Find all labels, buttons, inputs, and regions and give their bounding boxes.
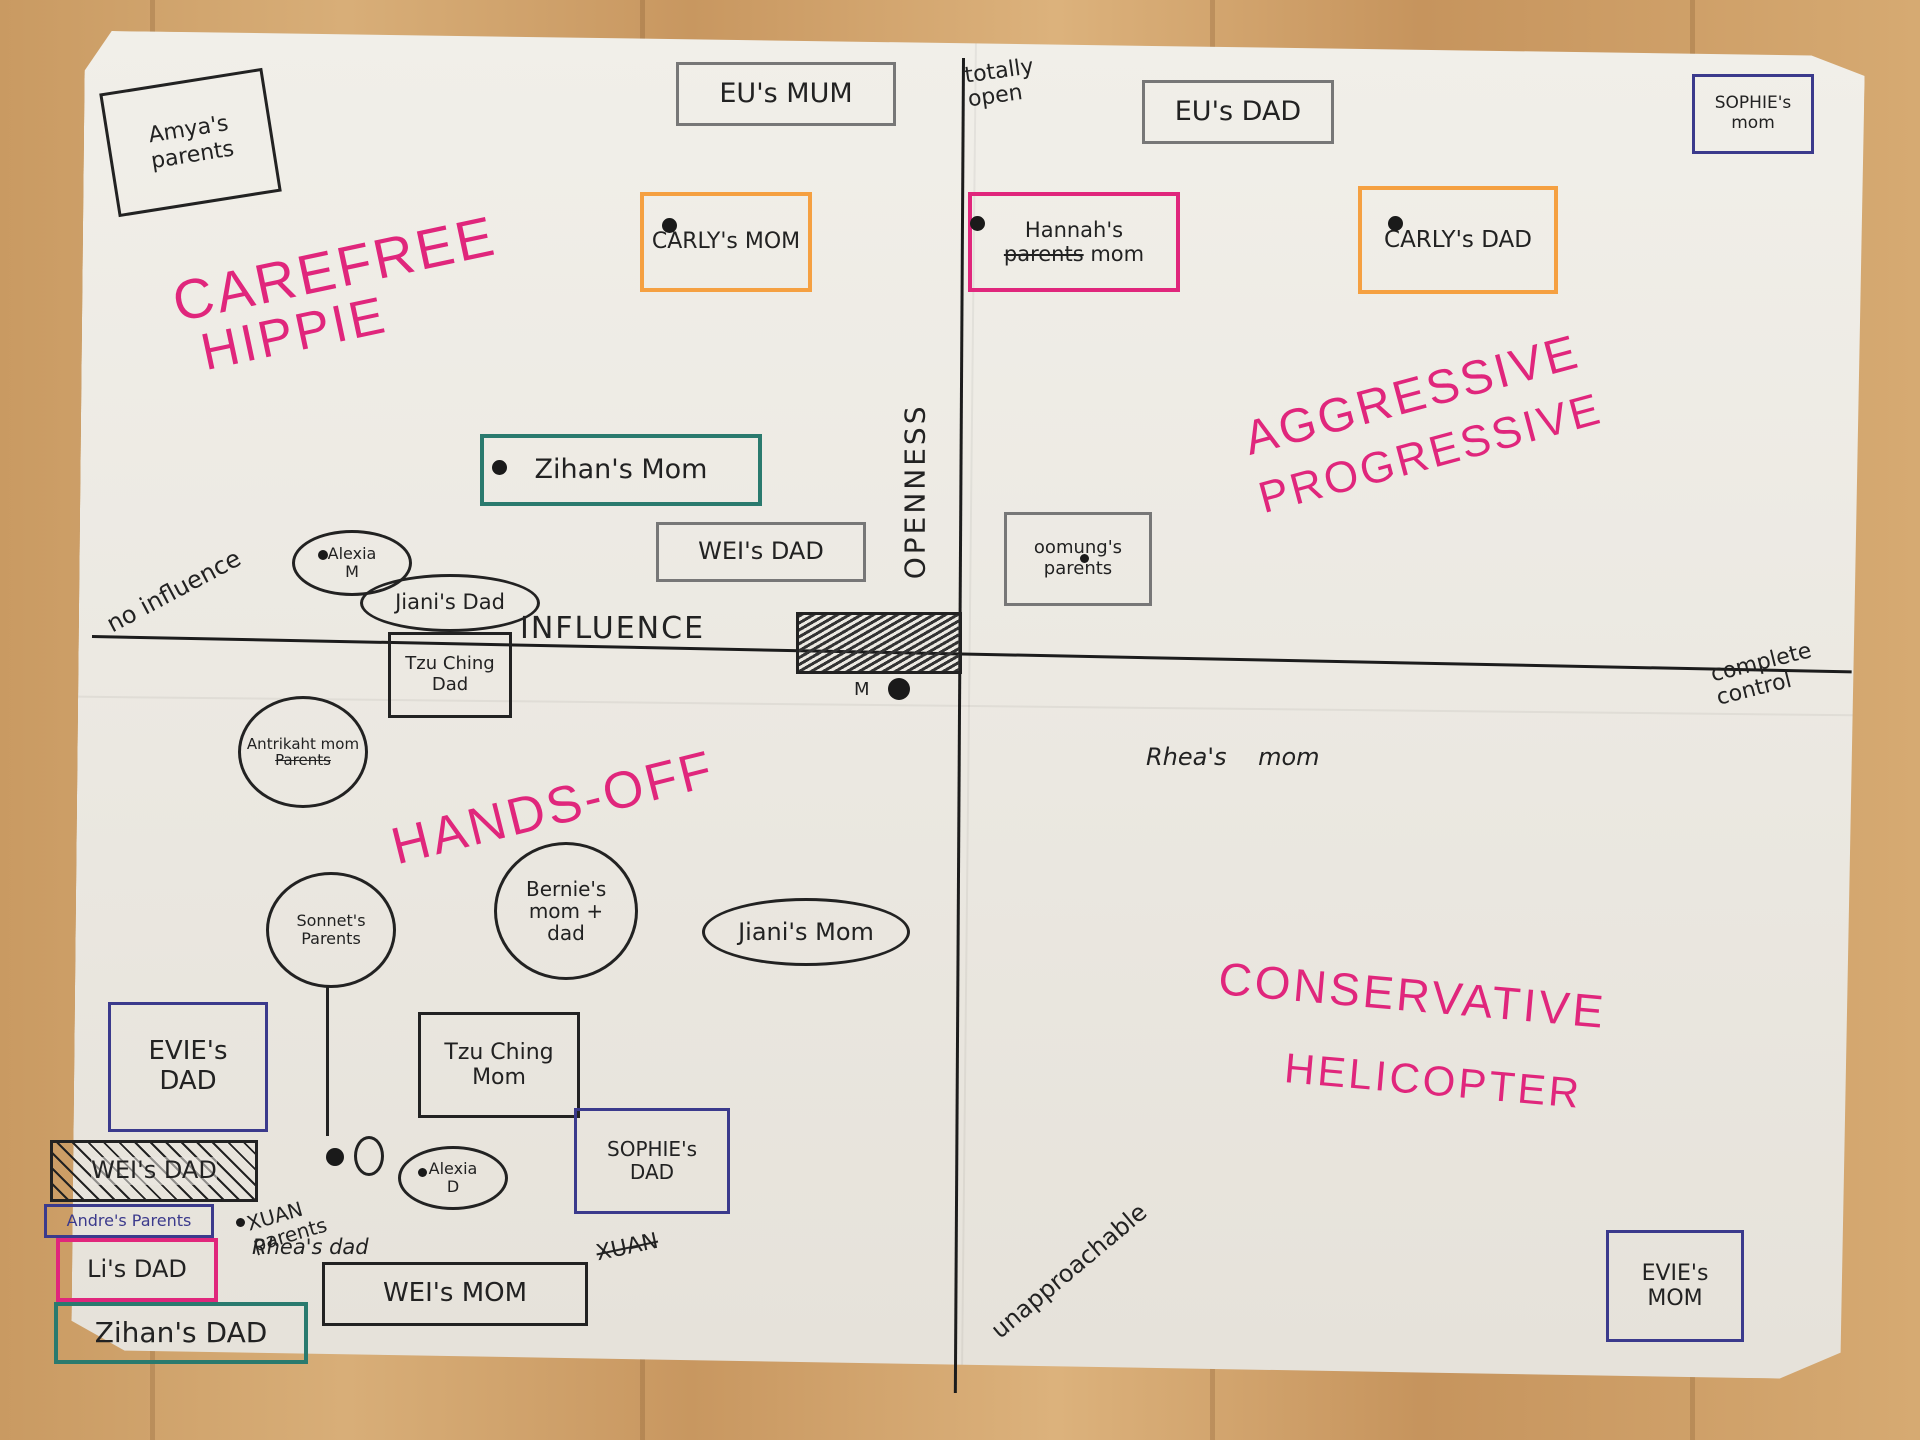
zihan-dad-label: Zihan's DAD [94, 1315, 268, 1349]
hannah-parents-box: Hannah's parents mom [968, 192, 1180, 292]
rhea-mom-label: Rhea's mom [1146, 743, 1320, 771]
bernie-label: Bernie's mom + dad [526, 877, 607, 945]
evie-dad-box: EVIE's DAD [108, 1002, 268, 1132]
eu-dad-label: EU's DAD [1174, 96, 1302, 128]
marker-dot [326, 1148, 344, 1166]
sophie-mom-box: SOPHIE's mom [1692, 74, 1814, 154]
hannah-mom-word: mom [1090, 242, 1145, 266]
antrikaht-label: Antrikaht mom [246, 734, 360, 753]
marker-dot [888, 678, 910, 700]
bernie-oval: Bernie's mom + dad [494, 842, 638, 980]
struck-word: parents [1003, 242, 1084, 266]
wei-dad-box: WEI's DAD [656, 522, 866, 582]
carly-mom-label: CARLY's MOM [651, 229, 801, 255]
jiani-mom-oval: Jiani's Mom [702, 898, 910, 966]
jiani-dad-label: Jiani's Dad [395, 590, 505, 615]
wei-mom-box: WEI's MOM [322, 1262, 588, 1326]
oomung-label: oomung's parents [1033, 537, 1123, 579]
wei-dad-crossed-box: WEI's DAD [50, 1140, 258, 1202]
sonnet-parents-oval: Sonnet's Parents [266, 872, 396, 988]
sophie-dad-box: SOPHIE's DAD [574, 1108, 730, 1214]
eu-mum-box: EU's MUM [676, 62, 896, 126]
marker-dot [1080, 554, 1089, 563]
marker-dot [418, 1168, 427, 1177]
alexia-m-oval: Alexia M [292, 530, 412, 596]
evie-dad-label: EVIE's DAD [148, 1036, 228, 1096]
openness-axis-label: OPENNESS [898, 403, 932, 580]
alexia-d-oval: Alexia D [398, 1146, 508, 1210]
li-dad-label: Li's DAD [87, 1255, 187, 1284]
andre-parents-label: Andre's Parents [66, 1210, 192, 1230]
eu-dad-box: EU's DAD [1142, 80, 1334, 144]
sonnet-label: Sonnet's Parents [296, 911, 366, 948]
carly-dad-label: CARLY's DAD [1384, 226, 1532, 253]
zihan-mom-label: Zihan's Mom [534, 454, 708, 486]
wei-dad-crossed-label: WEI's DAD [91, 1156, 217, 1185]
influence-axis-label: INFLUENCE [520, 611, 706, 646]
marker-dot [236, 1218, 245, 1227]
tzu-ching-dad-box: Tzu Ching Dad [388, 632, 512, 718]
sophie-mom-label: SOPHIE's mom [1714, 93, 1792, 133]
hannah-sub-label: parents mom [1004, 242, 1144, 266]
wei-mom-label: WEI's MOM [382, 1278, 528, 1309]
alexia-m-label: Alexia M [327, 544, 377, 581]
zihan-dad-box: Zihan's DAD [54, 1302, 308, 1364]
hannah-label: Hannah's [1024, 217, 1124, 242]
marker-dot [318, 550, 328, 560]
balloon-string [326, 986, 329, 1136]
tzu-ching-dad-label: Tzu Ching Dad [405, 653, 495, 695]
zihan-mom-box: Zihan's Mom [480, 434, 762, 506]
andre-parents-box: Andre's Parents [44, 1204, 214, 1238]
tzu-ching-mom-label: Tzu Ching Mom [444, 1039, 554, 1090]
marker-dot [970, 216, 985, 231]
wei-dad-label: WEI's DAD [698, 537, 824, 566]
marker-dot [662, 218, 677, 233]
marker-dot [1388, 216, 1403, 231]
small-loop [354, 1136, 384, 1176]
jiani-dad-oval: Jiani's Dad [360, 574, 540, 632]
tzu-ching-mom-box: Tzu Ching Mom [418, 1012, 580, 1118]
struck-word: Parents [275, 751, 331, 769]
m-label: M [854, 679, 870, 700]
sophie-dad-label: SOPHIE's DAD [607, 1137, 697, 1184]
rhea-dad-label: Rhea's dad [252, 1235, 369, 1259]
marker-dot [492, 460, 507, 475]
oomung-parents-box: oomung's parents [1004, 512, 1152, 606]
evie-mom-label: EVIE's MOM [1641, 1260, 1709, 1311]
li-dad-box: Li's DAD [56, 1238, 218, 1302]
alexia-d-label: Alexia D [428, 1159, 478, 1196]
antrikaht-oval: Antrikaht mom Parents [238, 696, 368, 808]
carly-mom-box: CARLY's MOM [640, 192, 812, 292]
scribbled-box [796, 612, 962, 674]
carly-dad-box: CARLY's DAD [1358, 186, 1558, 294]
amya-parents-box: Amya's parents [99, 67, 282, 218]
jiani-mom-label: Jiani's Mom [738, 917, 874, 946]
amya-parents-label: Amya's parents [146, 111, 236, 174]
eu-mum-label: EU's MUM [719, 78, 853, 110]
evie-mom-box: EVIE's MOM [1606, 1230, 1744, 1342]
